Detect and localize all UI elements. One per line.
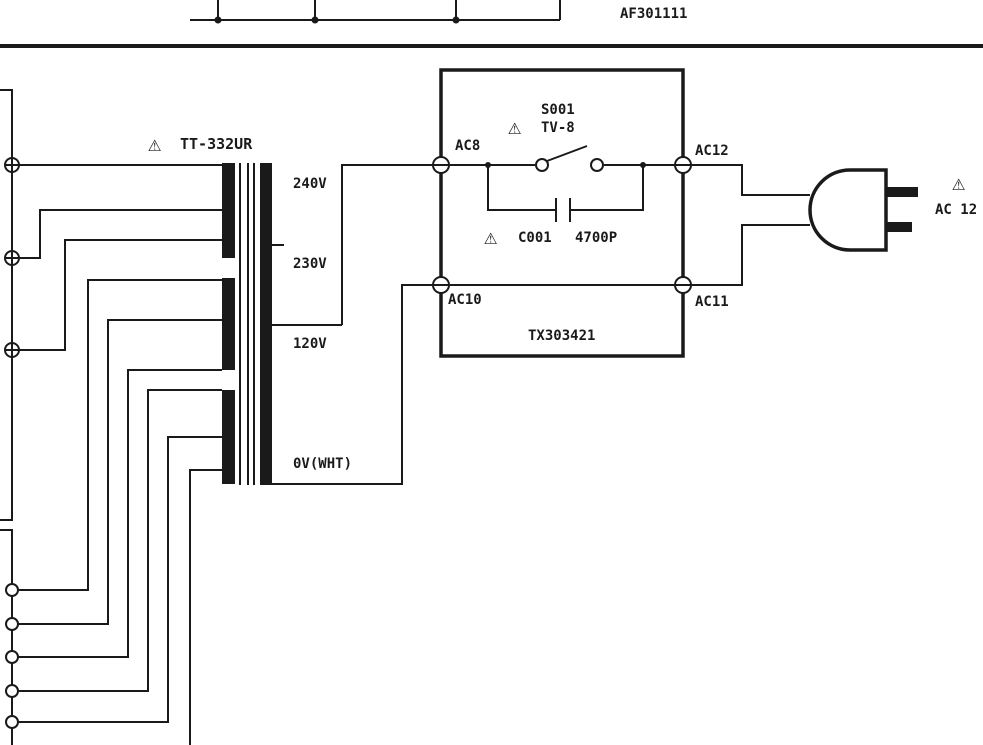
capacitor-ref: C001	[518, 230, 552, 246]
transformer-warning-icon: ⚠	[148, 132, 161, 157]
board-part-number: TX303421	[528, 328, 595, 344]
top-board-fragment: AF301111	[190, 0, 687, 24]
transformer-primary-wiring	[18, 164, 222, 745]
ac-plug	[691, 164, 918, 286]
capacitor-warning-icon: ⚠	[484, 225, 497, 250]
wire-120v-to-ac8	[341, 164, 440, 325]
plug-label: AC 12	[935, 202, 977, 218]
connector-ac11: AC11	[695, 294, 729, 310]
tap-0v-wht: 0V(WHT)	[293, 456, 352, 472]
connector-ac10: AC10	[448, 292, 482, 308]
capacitor-value: 4700P	[575, 230, 617, 246]
connector-ac12: AC12	[695, 143, 729, 159]
tap-240v: 240V	[293, 176, 327, 192]
tap-120v: 120V	[293, 336, 327, 352]
tap-230v: 230V	[293, 256, 327, 272]
switch-warning-icon: ⚠	[508, 115, 521, 140]
transformer-label: TT-332UR	[180, 135, 253, 153]
switch-board-tx303421	[432, 68, 692, 358]
connector-ac8: AC8	[455, 138, 480, 154]
top-part-number: AF301111	[620, 6, 687, 22]
left-connector-upper	[0, 89, 20, 521]
plug-warning-icon: ⚠	[952, 171, 965, 196]
left-connector-lower	[0, 529, 19, 745]
switch-type: TV-8	[541, 120, 575, 136]
transformer-tt-332ur	[222, 163, 440, 485]
switch-ref: S001	[541, 102, 575, 118]
